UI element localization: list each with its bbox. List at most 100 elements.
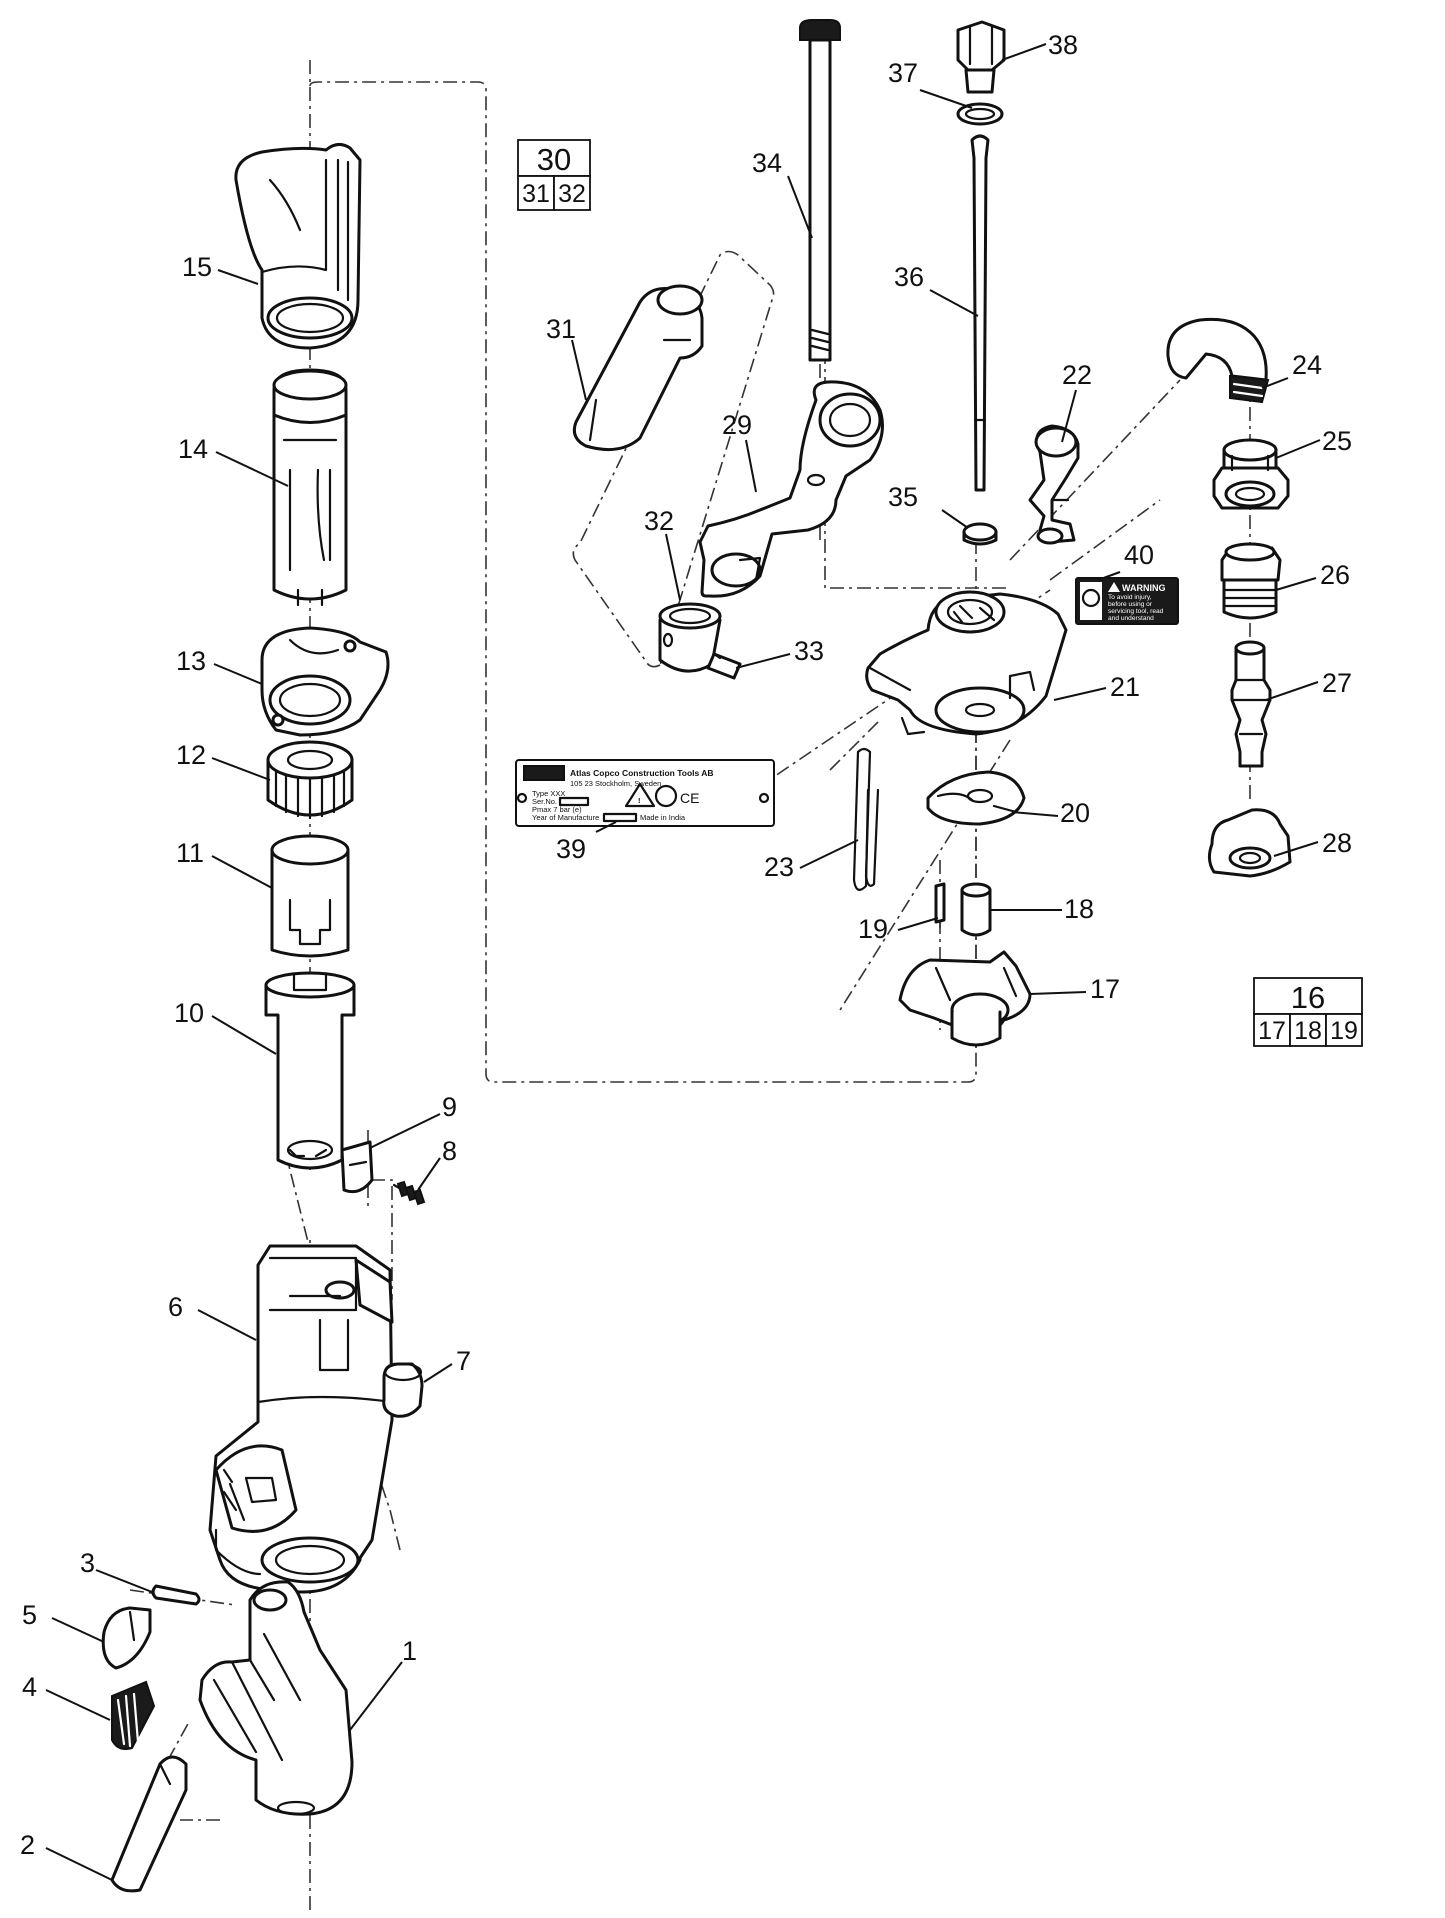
warning-label: WARNING To avoid injury, before using or… bbox=[1075, 577, 1179, 625]
callout-9: 9 bbox=[442, 1092, 457, 1122]
part-14-spring-tube bbox=[272, 368, 348, 607]
part-33-roll-pin bbox=[706, 652, 742, 680]
ce-mark: CE bbox=[680, 790, 699, 806]
part-13-flange-plate bbox=[260, 626, 390, 737]
callout-25: 25 bbox=[1322, 426, 1352, 456]
callout-7: 7 bbox=[456, 1346, 471, 1376]
callout-3: 3 bbox=[80, 1548, 95, 1578]
plate-address: 105 23 Stockholm, Sweden bbox=[570, 779, 661, 788]
manual-icon bbox=[654, 784, 678, 808]
callout-20: 20 bbox=[1060, 798, 1090, 828]
callout-27: 27 bbox=[1322, 668, 1352, 698]
part-5-clip bbox=[101, 1606, 152, 1670]
part-36-long-rod bbox=[970, 134, 990, 492]
plate-serial: Ser.No. bbox=[532, 797, 557, 806]
kit-30-item: 31 bbox=[522, 180, 550, 208]
part-29-yoke bbox=[698, 380, 884, 598]
warning-line: servicing tool, read bbox=[1108, 608, 1164, 615]
callout-24: 24 bbox=[1292, 350, 1322, 380]
callout-26: 26 bbox=[1320, 560, 1350, 590]
callout-12: 12 bbox=[176, 740, 206, 770]
part-11-slotted-sleeve bbox=[270, 834, 350, 958]
callout-35: 35 bbox=[888, 482, 918, 512]
callout-34: 34 bbox=[752, 148, 782, 178]
part-32-bushing bbox=[658, 602, 722, 673]
warning-line: To avoid injury, bbox=[1108, 594, 1152, 601]
callout-39: 39 bbox=[556, 834, 586, 864]
part-38-plug-screw bbox=[956, 20, 1006, 94]
callout-14: 14 bbox=[178, 434, 208, 464]
part-17-valve-base bbox=[898, 950, 1032, 1047]
kit-16-number: 16 bbox=[1291, 980, 1325, 1015]
kit-16-item: 18 bbox=[1294, 1017, 1322, 1045]
warning-triangle-icon bbox=[624, 782, 656, 808]
kit-16-item: 19 bbox=[1330, 1017, 1358, 1045]
callout-22: 22 bbox=[1062, 360, 1092, 390]
callout-31: 31 bbox=[546, 314, 576, 344]
callout-8: 8 bbox=[442, 1136, 457, 1166]
callout-23: 23 bbox=[764, 852, 794, 882]
callout-36: 36 bbox=[894, 262, 924, 292]
callout-28: 28 bbox=[1322, 828, 1352, 858]
callout-37: 37 bbox=[888, 58, 918, 88]
part-15-grip-sleeve bbox=[234, 143, 362, 350]
part-24-swivel-elbow bbox=[1166, 317, 1270, 404]
part-6-main-housing bbox=[208, 1244, 394, 1594]
plate-pressure: Pmax 7 bar (e) bbox=[532, 805, 582, 814]
data-plate: Atlas Copco Construction Tools AB 105 23… bbox=[515, 759, 775, 827]
callout-21: 21 bbox=[1110, 672, 1140, 702]
part-31-handle-insert bbox=[572, 284, 704, 452]
part-8-spring bbox=[392, 1180, 426, 1206]
part-9-latch bbox=[340, 1140, 374, 1194]
warning-title: WARNING bbox=[1122, 583, 1166, 593]
kit-30-item: 32 bbox=[558, 180, 586, 208]
part-1-handle-bracket bbox=[198, 1580, 354, 1816]
part-19-pin bbox=[934, 882, 946, 924]
callout-6: 6 bbox=[168, 1292, 183, 1322]
part-3-pin bbox=[151, 1584, 201, 1606]
part-23-wire-clip bbox=[852, 747, 880, 891]
kit-box-30: 30 31 32 bbox=[517, 139, 591, 211]
part-28-cap bbox=[1207, 808, 1292, 878]
callout-1: 1 bbox=[402, 1636, 417, 1666]
warning-line: and understand bbox=[1108, 615, 1154, 622]
part-4-knurled-button bbox=[111, 1680, 156, 1750]
part-37-o-ring bbox=[956, 102, 1004, 126]
plate-origin: Made in India bbox=[640, 813, 686, 822]
part-22-lever-link bbox=[1028, 424, 1080, 545]
read-manual-icon bbox=[1081, 588, 1101, 608]
callout-40: 40 bbox=[1124, 540, 1154, 570]
part-20-valve-disc bbox=[926, 770, 1026, 826]
callout-33: 33 bbox=[794, 636, 824, 666]
callout-numbers: 15 14 13 12 11 10 9 8 6 7 3 5 4 2 1 31 2… bbox=[20, 30, 1352, 1860]
kit-box-16: 16 17 18 19 bbox=[1253, 977, 1363, 1047]
part-27-hose-barb bbox=[1230, 640, 1272, 768]
warning-line: before using or bbox=[1108, 601, 1153, 608]
callout-29: 29 bbox=[722, 410, 752, 440]
callout-17: 17 bbox=[1090, 974, 1120, 1004]
part-35-washer bbox=[962, 522, 998, 546]
part-2-flat-key bbox=[110, 1755, 188, 1893]
kit-30-number: 30 bbox=[537, 142, 571, 177]
part-7-nut bbox=[382, 1362, 424, 1418]
callout-4: 4 bbox=[22, 1672, 37, 1702]
callout-19: 19 bbox=[858, 914, 888, 944]
part-25-hex-nipple bbox=[1212, 438, 1290, 510]
svg-text:!: ! bbox=[638, 796, 641, 805]
callout-5: 5 bbox=[22, 1600, 37, 1630]
part-26-threaded-nipple bbox=[1220, 542, 1282, 620]
plate-company: Atlas Copco Construction Tools AB bbox=[570, 768, 714, 778]
callout-18: 18 bbox=[1064, 894, 1094, 924]
part-10-cylinder bbox=[264, 971, 356, 1170]
part-34-rod bbox=[799, 19, 841, 362]
callout-15: 15 bbox=[182, 252, 212, 282]
kit-16-item: 17 bbox=[1258, 1017, 1286, 1045]
callout-10: 10 bbox=[174, 998, 204, 1028]
callout-11: 11 bbox=[176, 838, 204, 868]
leader-lines bbox=[45, 43, 1321, 1881]
plate-year: Year of Manufacture bbox=[532, 813, 599, 822]
callout-2: 2 bbox=[20, 1830, 35, 1860]
part-18-roller bbox=[960, 882, 992, 937]
callout-13: 13 bbox=[176, 646, 206, 676]
